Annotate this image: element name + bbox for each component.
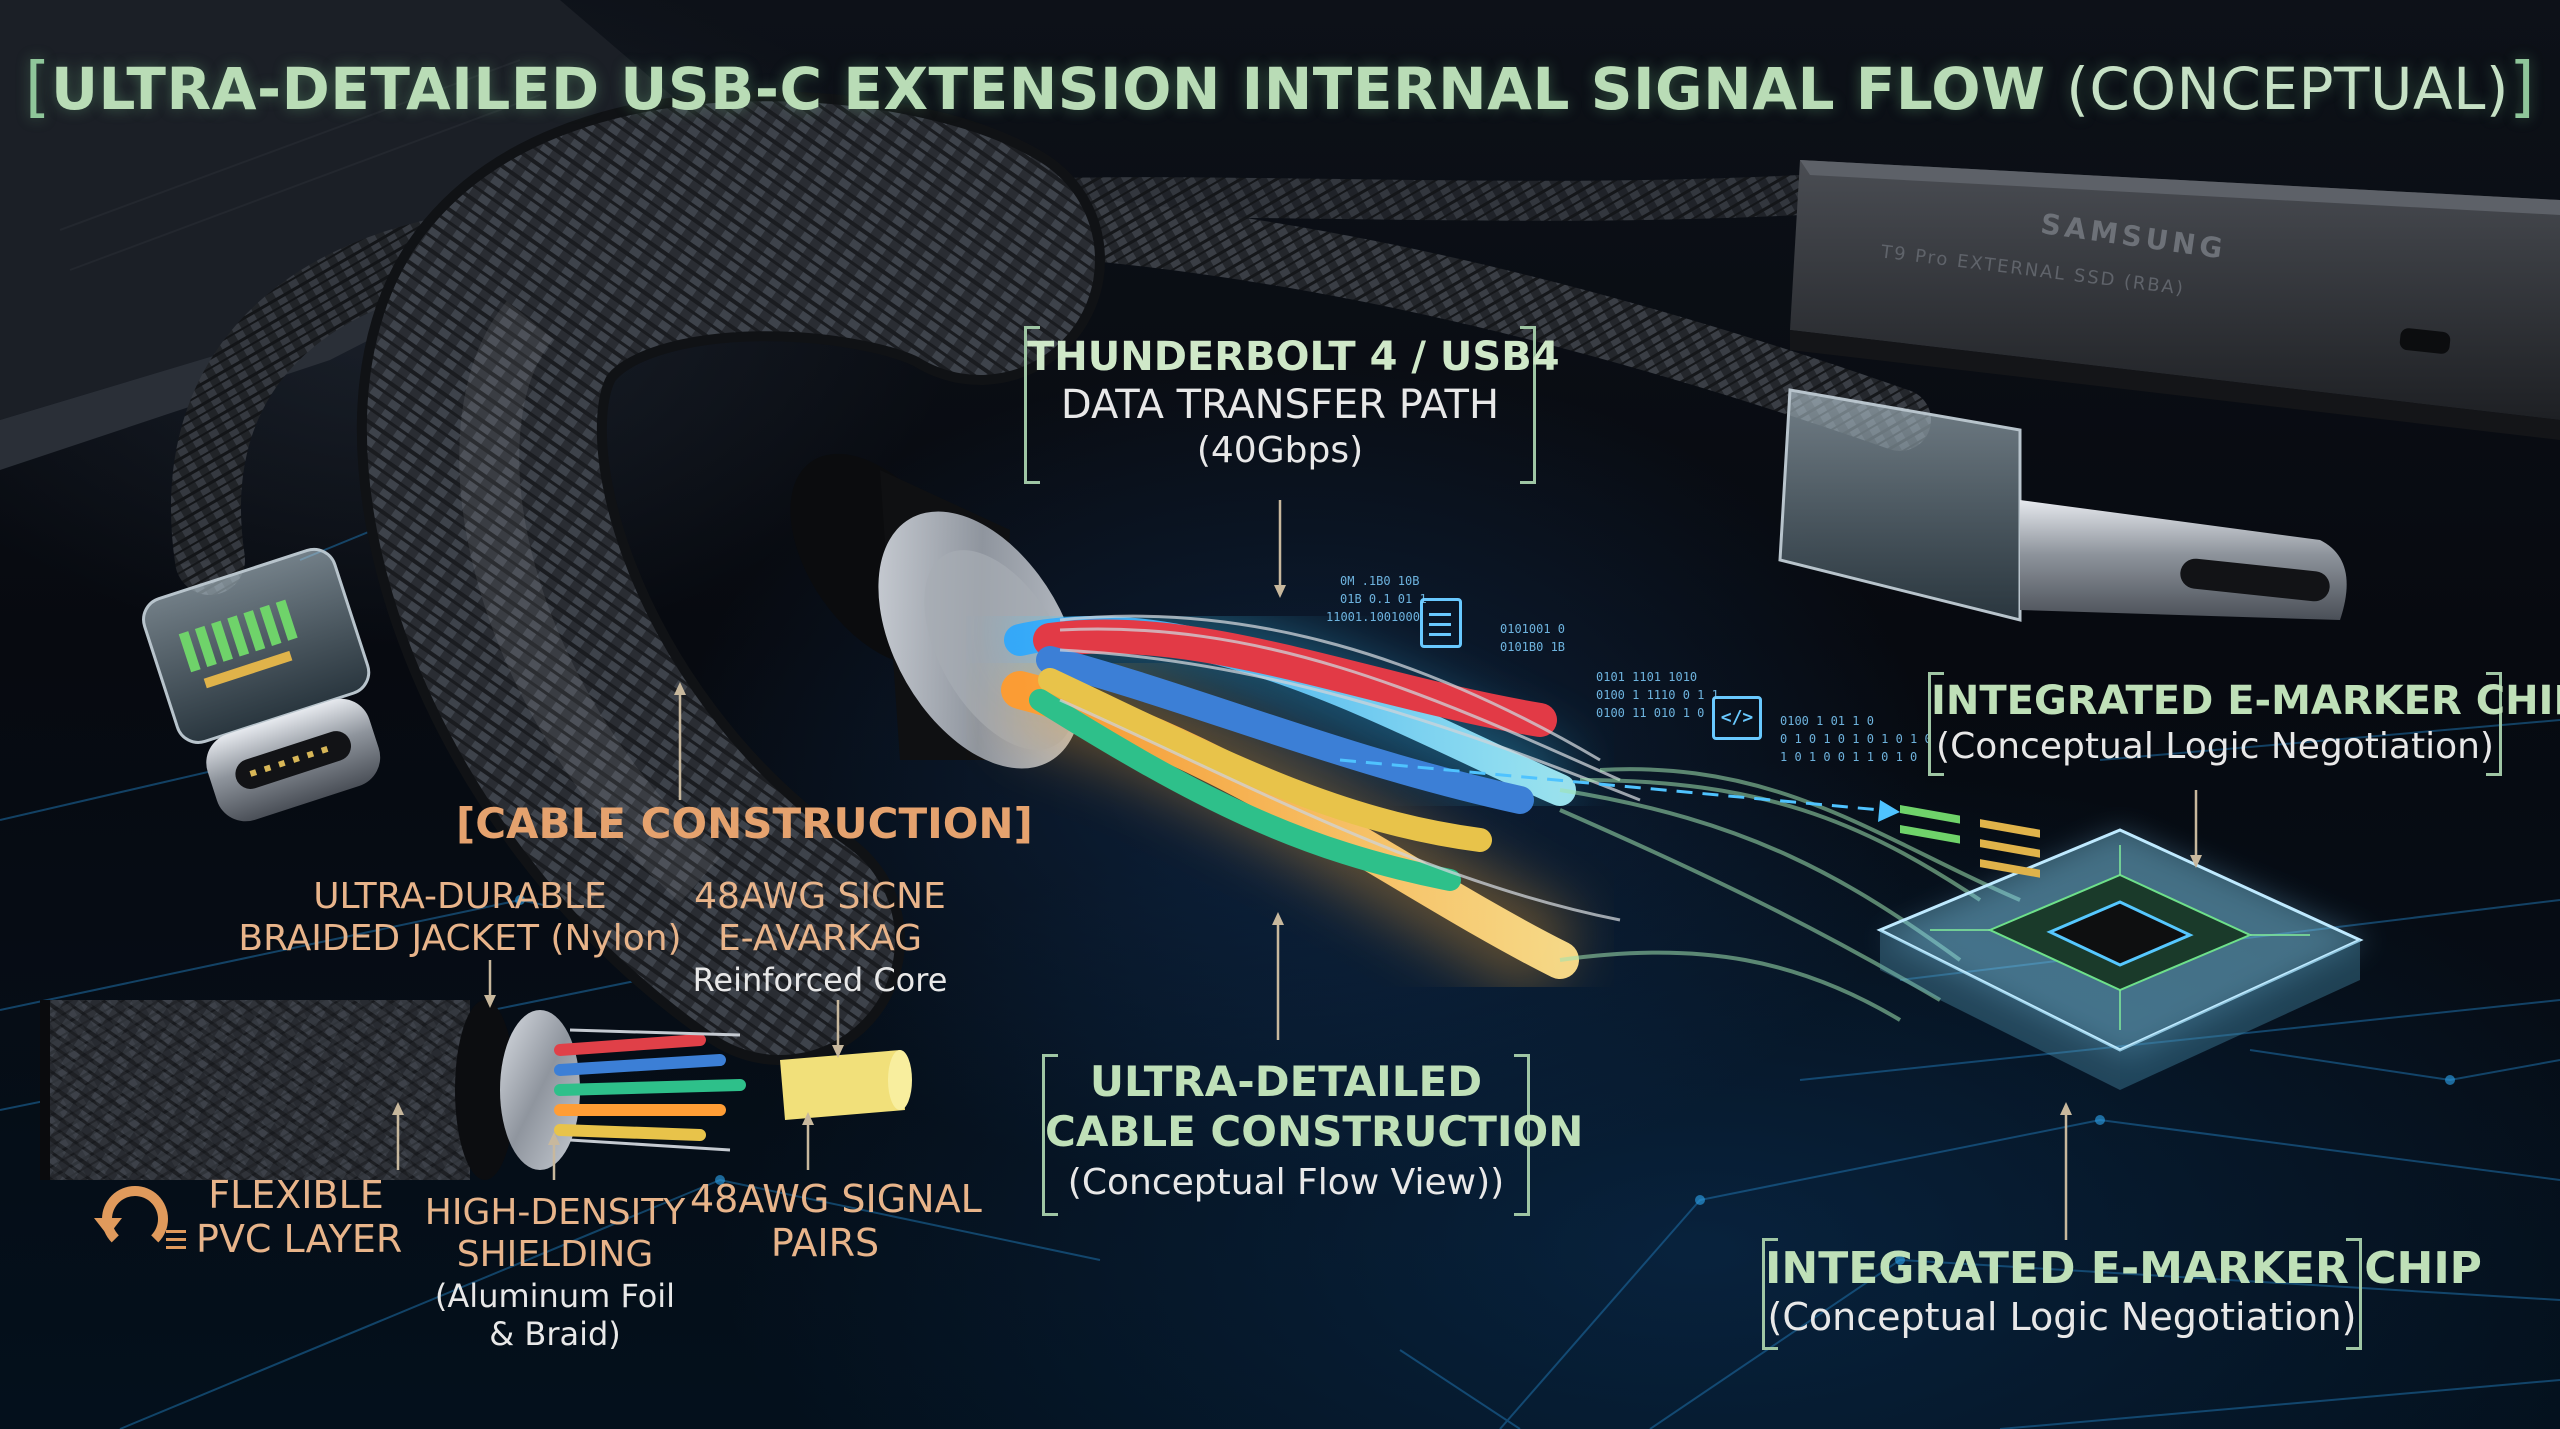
pvc-label-1: FLEXIBLE (208, 1173, 384, 1217)
right-usbc-plug (1778, 388, 2347, 878)
binary-snippet: 0 1 0 1 0 1 0 1 0 1 0 (1780, 732, 1932, 746)
binary-snippet: 0100 11 010 1 0 (1596, 706, 1705, 720)
binary-snippet: 0101001 0 (1500, 622, 1566, 636)
cable-construction-heading: [CABLE CONSTRUCTION] (456, 799, 1033, 848)
core-label-3: Reinforced Core (692, 961, 948, 999)
binary-snippet: 0101B0 1B (1500, 640, 1566, 654)
pvc-label-2: PVC LAYER (196, 1217, 403, 1261)
title-suffix: (CONCEPTUAL) (2066, 55, 2510, 123)
page-title: [ULTRA-DETAILED USB-C EXTENSION INTERNAL… (0, 48, 2560, 125)
binary-snippet: 0M .1B0 10B (1340, 574, 1420, 588)
emarker-top-subheading: (Conceptual Logic Negotiation) (1936, 726, 2494, 767)
left-usbc-plug (142, 547, 381, 822)
glowing-wire-bundle (1001, 597, 2021, 1022)
data-path-heading: THUNDERBOLT 4 / USB4 (1027, 334, 1560, 380)
title-close-bracket: ] (2509, 48, 2536, 125)
construction-view-sub: (Conceptual Flow View)) (1067, 1162, 1505, 1203)
bend-arrow-icon (94, 1180, 186, 1252)
data-flow-arrow (1339, 758, 1900, 822)
cross-section-cable (40, 1000, 912, 1180)
braided-jacket-label-2: BRAIDED JACKET (Nylon) (238, 918, 682, 959)
emarker-chip-board (1876, 828, 2370, 1090)
binary-snippet: 11001.1001000 (1326, 610, 1420, 624)
signal-pairs-label-2: PAIRS (770, 1221, 880, 1265)
callout-pointer-lines (396, 500, 2198, 1240)
construction-view-heading-1: ULTRA-DETAILED (1089, 1057, 1483, 1106)
binary-snippet: 1 0 1 0 0 1 1 0 1 0 (1780, 750, 1918, 764)
code-icon: </> (1712, 696, 1762, 740)
shielding-label-4: & Braid) (489, 1315, 621, 1353)
binary-snippet: 01B 0.1 01 1 (1340, 592, 1427, 606)
title-open-bracket: [ (24, 48, 51, 125)
file-icon (1420, 598, 1462, 648)
external-ssd (1790, 160, 2560, 440)
callout-construction-view: ULTRA-DETAILED CABLE CONSTRUCTION (Conce… (1042, 1054, 1584, 1216)
emarker-bottom-subheading: (Conceptual Logic Negotiation) (1767, 1295, 2357, 1339)
emarker-top-heading: INTEGRATED E-MARKER CHIP (1931, 678, 2560, 724)
callout-arrowheads (392, 585, 2202, 1145)
callout-emarker-top: INTEGRATED E-MARKER CHIP (Conceptual Log… (1928, 672, 2560, 776)
signal-pairs-label-1: 48AWG SIGNAL (690, 1177, 982, 1221)
callout-emarker-bottom: INTEGRATED E-MARKER CHIP (Conceptual Log… (1762, 1238, 2482, 1350)
callout-data-path: THUNDERBOLT 4 / USB4 DATA TRANSFER PATH … (1024, 326, 1560, 484)
shielding-label-3: (Aluminum Foil (434, 1277, 676, 1315)
emarker-bottom-heading: INTEGRATED E-MARKER CHIP (1765, 1243, 2482, 1294)
shielding-label-2: SHIELDING (456, 1234, 654, 1275)
binary-snippet: 0100 1 1110 0 1 1 (1596, 688, 1719, 702)
shielding-label-1: HIGH-DENSITY (424, 1192, 686, 1233)
data-path-speed: (40Gbps) (1196, 430, 1364, 471)
data-path-subheading: DATA TRANSFER PATH (1060, 382, 1500, 428)
binary-snippet: 0100 1 01 1 0 (1780, 714, 1874, 728)
binary-snippet: 0101 1101 1010 (1596, 670, 1698, 684)
braided-jacket-label-1: ULTRA-DURABLE (313, 876, 607, 917)
core-label-2: E-AVARKAG (717, 918, 923, 959)
construction-view-heading-2: CABLE CONSTRUCTION (1045, 1107, 1584, 1156)
main-braided-cable (356, 91, 1105, 1065)
title-main: ULTRA-DETAILED USB-C EXTENSION INTERNAL … (50, 55, 2046, 123)
core-label-1: 48AWG SICNE (694, 876, 946, 917)
